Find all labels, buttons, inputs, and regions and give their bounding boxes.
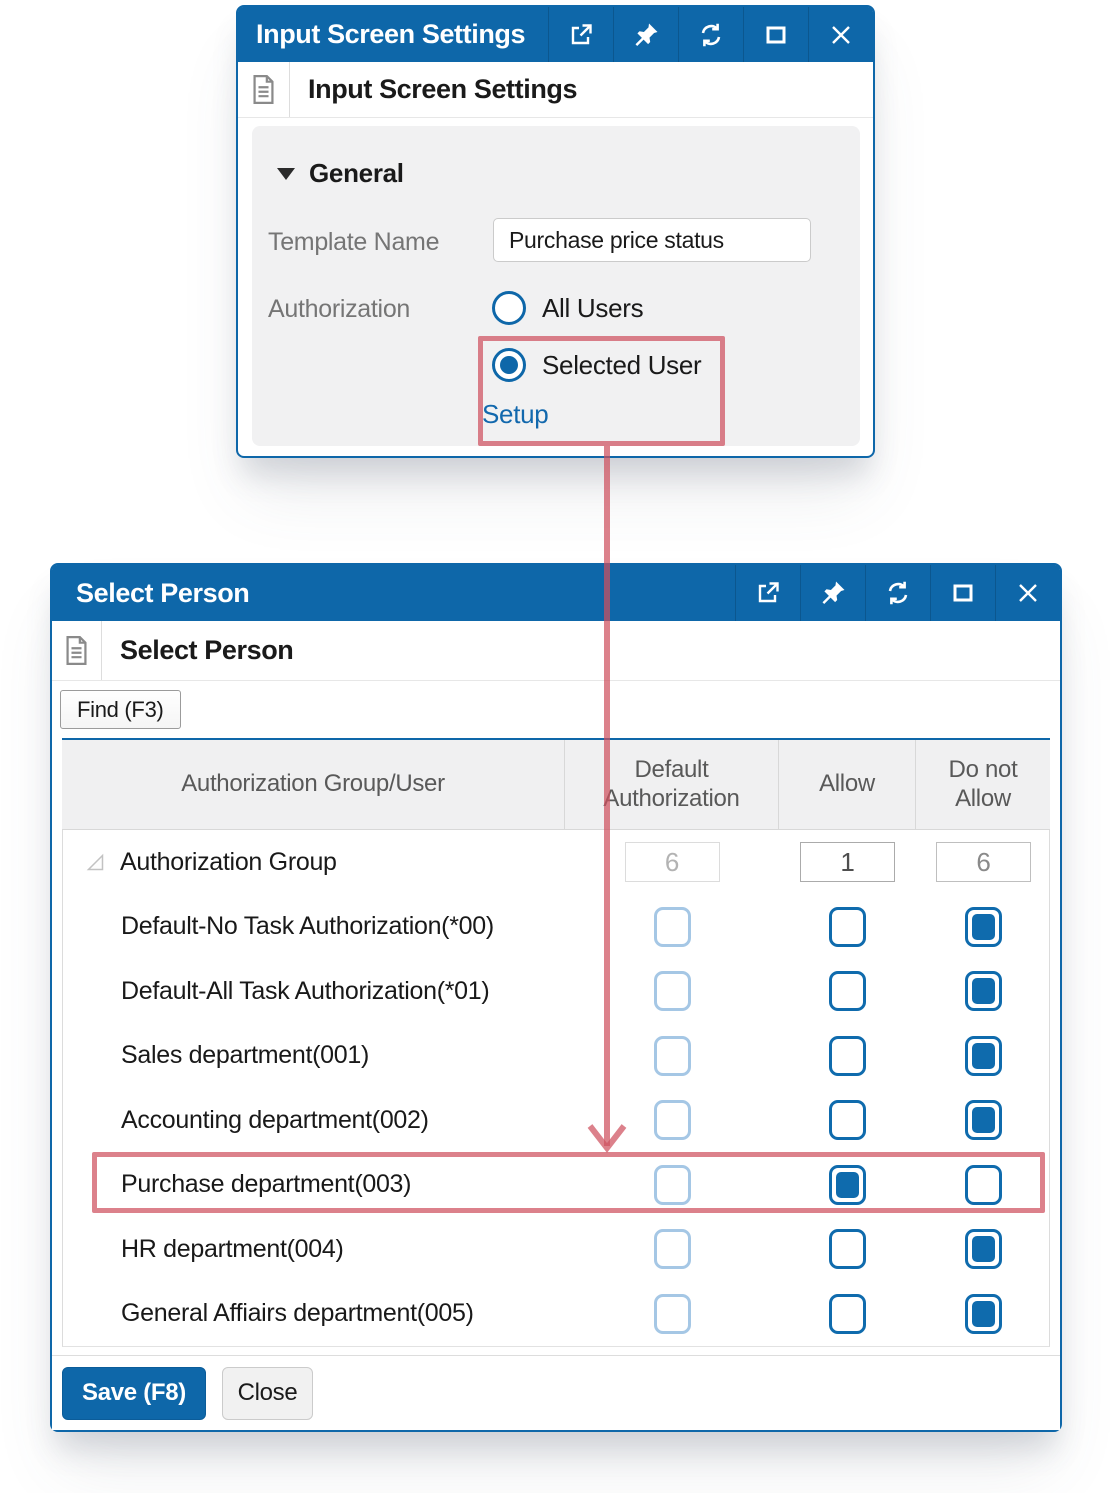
do-not-allow-count[interactable]: 6 (936, 842, 1031, 883)
table-row: HR department(004) (63, 1217, 1049, 1282)
row-label: General Affiairs department(005) (121, 1299, 474, 1328)
pin-icon (635, 23, 658, 46)
authorization-label: Authorization (268, 295, 411, 323)
do-not-allow-checkbox[interactable] (965, 1164, 1002, 1205)
save-button[interactable]: Save (F8) (62, 1366, 206, 1420)
open-new-window-icon[interactable] (548, 7, 613, 62)
column-header-do-not-allow: Do not Allow (915, 740, 1050, 829)
maximize-icon[interactable] (930, 565, 995, 621)
do-not-allow-checkbox[interactable] (965, 1293, 1002, 1334)
default-authorization-checkbox[interactable] (653, 1100, 691, 1141)
table-header-row: Authorization Group/User Default Authori… (62, 738, 1050, 830)
authorization-group-row: Authorization Group 6 1 6 (63, 830, 1049, 895)
default-authorization-checkbox[interactable] (653, 971, 691, 1012)
table-row: Default-All Task Authorization(*01) (63, 959, 1049, 1024)
pin-icon (822, 581, 845, 604)
toolbar: Find (F3) (52, 681, 1060, 738)
template-name-input[interactable] (493, 218, 811, 262)
refresh-icon[interactable] (865, 565, 930, 621)
general-section-label: General (309, 158, 404, 188)
default-authorization-count: 6 (624, 842, 720, 883)
table-row: Sales department(001) (63, 1024, 1049, 1089)
row-label: Default-All Task Authorization(*01) (121, 976, 490, 1005)
default-authorization-checkbox[interactable] (653, 1293, 691, 1334)
allow-checkbox[interactable] (829, 1035, 866, 1076)
all-users-radio-row: All Users (492, 291, 644, 325)
select-person-dialog: Select Person (50, 563, 1062, 1432)
column-header-default-authorization: Default Authorization (564, 740, 778, 829)
open-new-window-icon[interactable] (735, 565, 800, 621)
table-row: Purchase department(003) (63, 1153, 1049, 1218)
window-title: Input Screen Settings (256, 19, 526, 49)
column-header-group-user: Authorization Group/User (181, 770, 445, 798)
pin-icon[interactable] (800, 565, 865, 621)
dialog-header: Select Person (52, 621, 1060, 681)
document-icon (238, 62, 290, 117)
allow-checkbox[interactable] (829, 1293, 866, 1334)
column-header-allow: Allow (778, 740, 915, 829)
table-row: Accounting department(002) (63, 1088, 1049, 1153)
allow-count[interactable]: 1 (800, 842, 895, 883)
selected-user-radio[interactable] (492, 348, 526, 382)
document-icon (52, 621, 102, 680)
close-button[interactable]: Close (222, 1366, 313, 1420)
default-authorization-checkbox[interactable] (653, 1229, 691, 1270)
do-not-allow-checkbox[interactable] (965, 1229, 1002, 1270)
selected-user-radio-label: Selected User (542, 349, 702, 380)
table-row: Default-No Task Authorization(*00) (63, 895, 1049, 960)
allow-checkbox[interactable] (829, 906, 866, 947)
open-new-window-icon (758, 582, 779, 603)
default-authorization-checkbox[interactable] (653, 1035, 691, 1076)
page-title: Select Person (120, 635, 294, 665)
row-label: HR department(004) (121, 1234, 344, 1263)
page-title: Input Screen Settings (308, 74, 578, 104)
maximize-icon (766, 26, 786, 43)
allow-checkbox[interactable] (829, 1229, 866, 1270)
do-not-allow-checkbox[interactable] (965, 1035, 1002, 1076)
row-label: Accounting department(002) (121, 1105, 429, 1134)
general-panel: General Template Name Authorization All … (252, 126, 860, 446)
find-button[interactable]: Find (F3) (60, 690, 181, 729)
row-label: Purchase department(003) (121, 1170, 412, 1199)
selected-user-radio-row: Selected User (492, 348, 702, 382)
do-not-allow-checkbox[interactable] (965, 1100, 1002, 1141)
refresh-icon (888, 581, 908, 605)
allow-checkbox[interactable] (829, 971, 866, 1012)
default-authorization-checkbox[interactable] (653, 1164, 691, 1205)
allow-checkbox[interactable] (829, 1164, 866, 1205)
titlebar: Select Person (52, 565, 1060, 621)
setup-link[interactable]: Setup (482, 399, 549, 429)
group-row-label: Authorization Group (120, 847, 337, 876)
window-title: Select Person (76, 577, 250, 608)
do-not-allow-checkbox[interactable] (965, 971, 1002, 1012)
input-screen-settings-dialog: Input Screen Settings (236, 5, 875, 458)
close-icon[interactable] (995, 565, 1060, 621)
titlebar: Input Screen Settings (238, 7, 873, 62)
table-row: General Affiairs department(005) (63, 1282, 1049, 1347)
refresh-icon[interactable] (678, 7, 743, 62)
maximize-icon (953, 584, 973, 602)
dialog-footer: Save (F8) Close (52, 1355, 1060, 1430)
allow-checkbox[interactable] (829, 1100, 866, 1141)
refresh-icon (701, 23, 721, 46)
all-users-radio[interactable] (492, 291, 526, 325)
close-icon (832, 25, 850, 44)
dialog-header: Input Screen Settings (238, 62, 873, 118)
do-not-allow-checkbox[interactable] (965, 906, 1002, 947)
authorization-table: Authorization Group/User Default Authori… (62, 738, 1050, 1347)
row-label: Default-No Task Authorization(*00) (121, 912, 494, 941)
all-users-radio-label: All Users (542, 292, 644, 323)
default-authorization-checkbox[interactable] (653, 906, 691, 947)
close-icon[interactable] (808, 7, 873, 62)
chevron-down-icon (277, 167, 295, 180)
template-name-label: Template Name (268, 228, 440, 256)
pin-icon[interactable] (613, 7, 678, 62)
maximize-icon[interactable] (743, 7, 808, 62)
close-icon (1019, 584, 1037, 602)
open-new-window-icon (571, 23, 592, 44)
tree-collapse-icon[interactable] (84, 851, 106, 873)
general-section-header[interactable]: General (277, 158, 404, 189)
row-label: Sales department(001) (121, 1041, 370, 1070)
